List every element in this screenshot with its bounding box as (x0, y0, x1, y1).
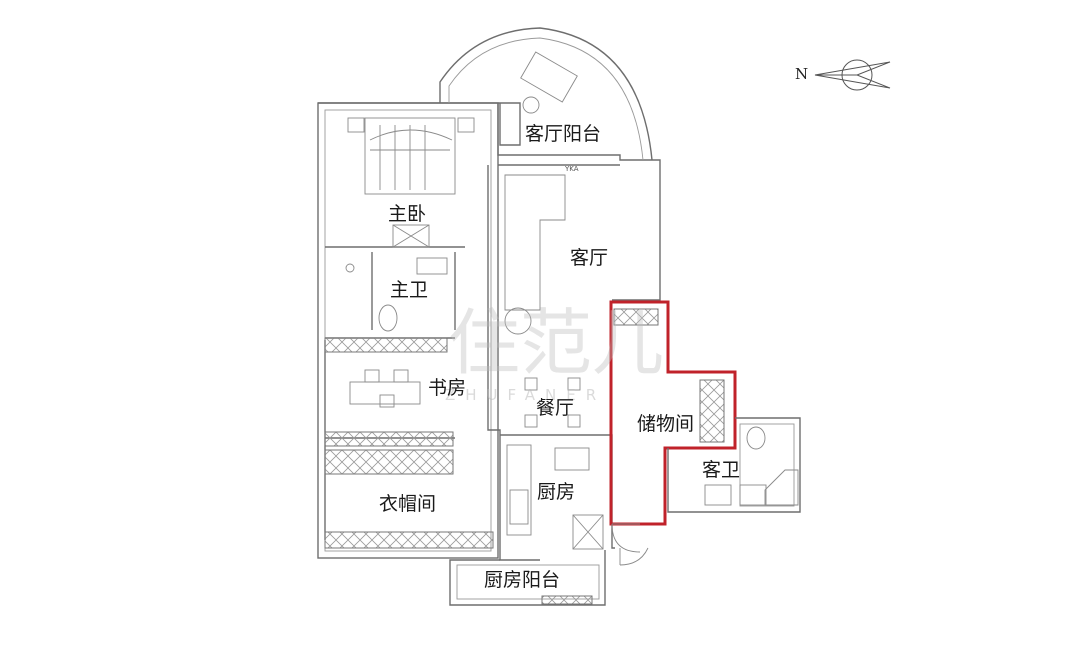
kitchen-sink-icon (554, 447, 590, 471)
desk-icon (349, 381, 421, 405)
toilet-icon (746, 426, 766, 450)
guest-bath-walls (667, 417, 801, 513)
balcony-cabinet-icon (541, 595, 593, 605)
shower-icon (345, 263, 355, 273)
dining-chair-icon (567, 377, 581, 391)
shower-tray-icon (764, 469, 799, 506)
north-compass: N (795, 59, 891, 91)
dining-chair-icon (524, 414, 538, 428)
built-in-cabinets (324, 308, 725, 549)
room-label-kitchen: 厨房 (537, 481, 575, 503)
side-table-icon (504, 307, 532, 335)
chair-icon (379, 394, 395, 408)
lounge-chair-icon (520, 51, 578, 103)
dining-chair-icon (524, 377, 538, 391)
watermark-latin: ZHUFANER (445, 386, 606, 404)
entry-door-icon (619, 547, 649, 566)
sink-icon (704, 484, 732, 506)
sofa-icon (504, 174, 566, 311)
kitchen-counter-icon (506, 444, 532, 536)
room-label-living-room: 客厅 (570, 247, 608, 269)
room-label-storage: 储物间 (637, 413, 694, 435)
nightstand-icon (457, 117, 475, 133)
room-label-cloakroom: 衣帽间 (379, 493, 436, 515)
plant-icon (522, 96, 540, 114)
room-label-master-bath: 主卫 (390, 279, 428, 301)
left-block-outline (317, 102, 499, 559)
doors (611, 523, 649, 566)
stove-icon (509, 489, 529, 525)
dining-chair-icon (567, 414, 581, 428)
room-label-study: 书房 (428, 377, 466, 399)
room-label-guest-bath: 客卫 (702, 459, 740, 481)
door-swing-icon (611, 523, 641, 553)
watermark-logo: 住范儿 (448, 301, 664, 385)
compass-label: N (795, 65, 808, 83)
room-label-living-balcony: 客厅阳台 (525, 123, 601, 145)
room-label-dining: 餐厅 (536, 397, 574, 419)
bed-icon (364, 117, 456, 195)
tv-cabinet-icon (392, 224, 430, 248)
ac-tag: YKA (564, 165, 579, 173)
fridge-icon (572, 514, 604, 550)
exterior-walls (317, 27, 661, 606)
nightstand-icon (347, 117, 365, 133)
room-label-master-bedroom: 主卧 (388, 203, 426, 225)
room-label-kitchen-balcony: 厨房阳台 (484, 569, 560, 591)
watermark: 住范儿 ZHUFANER (445, 301, 664, 404)
toilet-icon (378, 304, 398, 332)
sink-icon (739, 484, 767, 506)
chair-icon (393, 369, 409, 383)
sink-icon (416, 257, 448, 275)
furniture (345, 51, 604, 605)
chair-icon (364, 369, 380, 383)
room-labels: 客厅阳台 主卧 客厅 主卫 书房 餐厅 储物间 客卫 厨房 衣帽间 厨房阳台 (379, 123, 740, 591)
